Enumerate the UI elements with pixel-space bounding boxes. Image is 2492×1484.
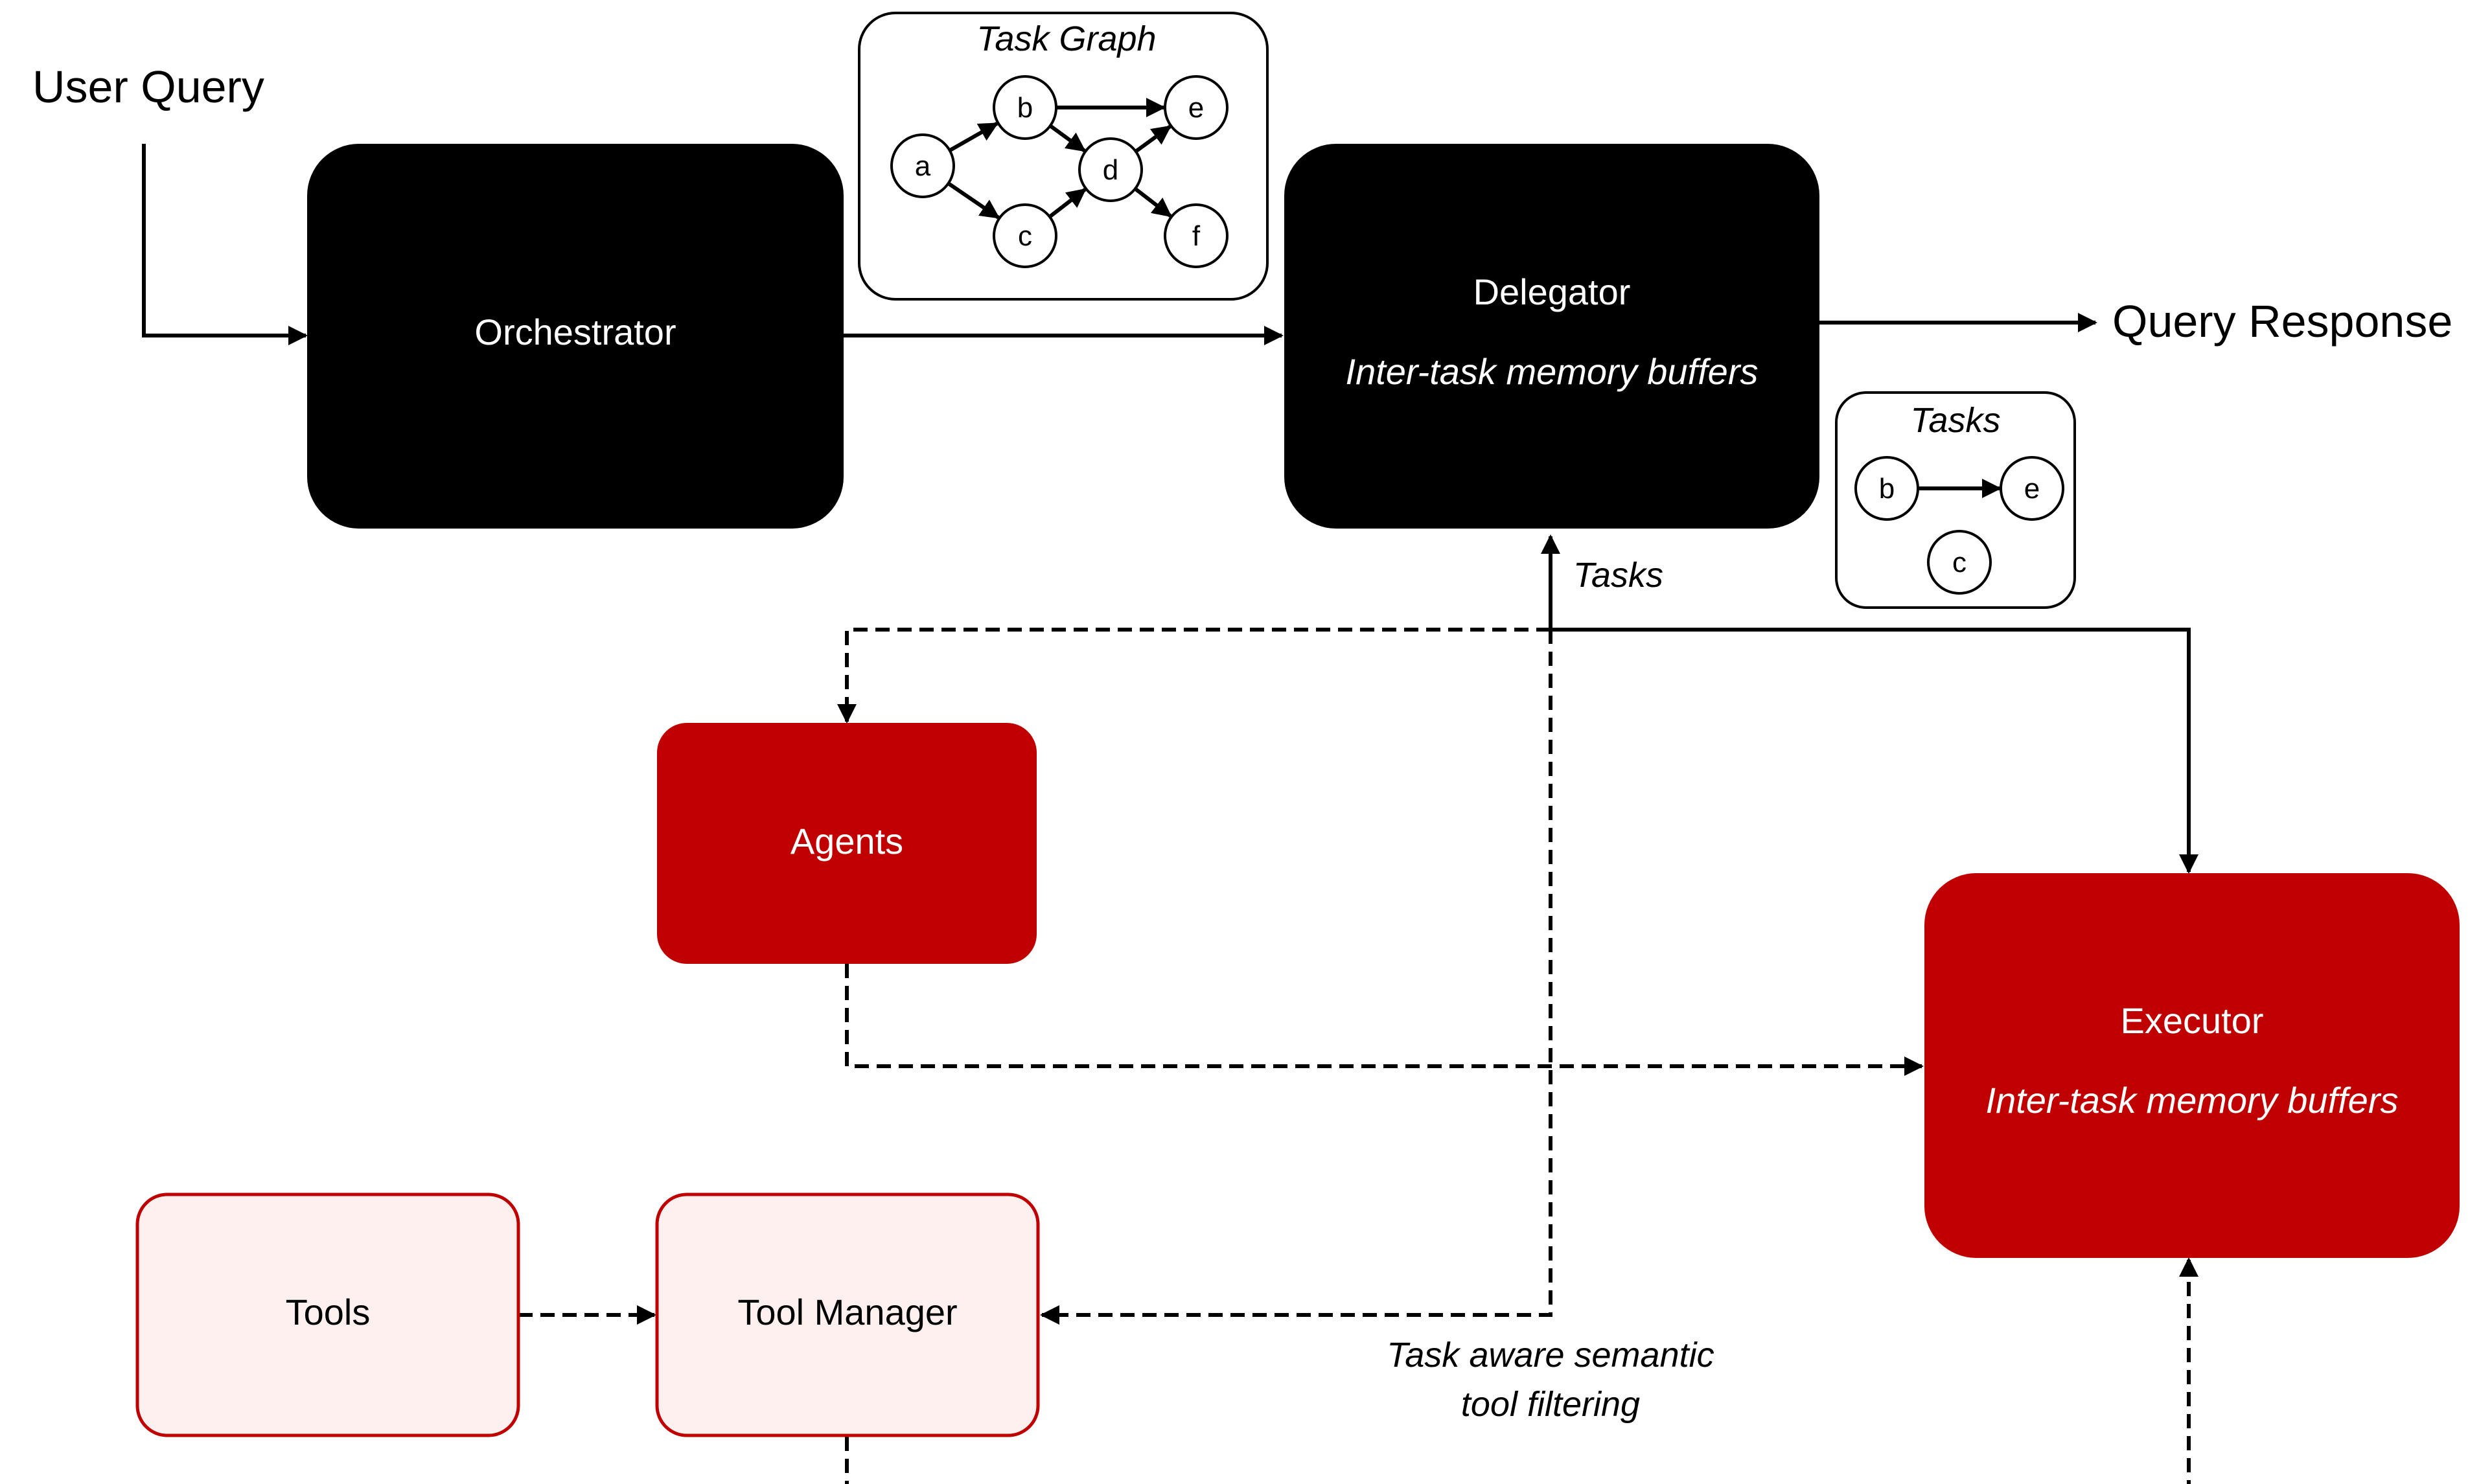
- user-query-label: User Query: [32, 62, 264, 112]
- task-graph-node-a: [890, 133, 955, 198]
- task-graph-node-label-d: d: [1103, 154, 1118, 186]
- task-graph-node-label-a: a: [915, 150, 931, 182]
- executor-sublabel: Inter-task memory buffers: [1986, 1080, 2399, 1121]
- edge-dashed-to-tool-manager: [1040, 630, 1552, 1325]
- tasks-panel: Tasks b e c: [1835, 391, 2076, 609]
- task-graph-node-label-f: f: [1192, 220, 1201, 252]
- agents-label: Agents: [790, 821, 903, 862]
- delegator-box: [1284, 144, 1819, 529]
- executor-box: [1924, 873, 2460, 1258]
- executor-label: Executor: [2121, 1000, 2264, 1041]
- edge-agents-to-executor: [845, 964, 1924, 1076]
- task-graph-edge-a-c: [947, 181, 1000, 220]
- tool-manager-box: [655, 1193, 1040, 1437]
- tools-label: Tools: [286, 1292, 371, 1332]
- orchestrator-box: [307, 144, 844, 529]
- task-graph-node-label-c: c: [1018, 220, 1032, 252]
- edge-tasks-to-executor: [1551, 628, 2198, 874]
- agents-box: [657, 723, 1037, 964]
- task-graph-edge-a-b: [949, 122, 999, 152]
- tasks-panel-node-e: [2000, 456, 2064, 521]
- edge-query-to-orchestrator: [142, 144, 308, 345]
- task-graph-node-label-b: b: [1017, 92, 1033, 124]
- task-graph-node-f: [1164, 203, 1229, 268]
- task-graph-node-label-e: e: [1188, 92, 1204, 124]
- task-graph-edge-d-f: [1134, 187, 1172, 218]
- task-graph-edge-c-d: [1048, 188, 1087, 219]
- tasks-panel-node-b: [1854, 456, 1919, 521]
- task-graph-node-d: [1078, 137, 1143, 202]
- task-graph-edge-d-e: [1135, 124, 1171, 154]
- filtering-label-line2: tool filtering: [1461, 1385, 1640, 1424]
- task-graph-edge-b-d: [1049, 124, 1086, 153]
- tasks-panel-node-c: [1927, 530, 1992, 595]
- edge-tool-manager-to-executor: [845, 1257, 2198, 1484]
- tasks-panel-node-label-c: c: [1952, 547, 1967, 578]
- tasks-edge-label: Tasks: [1573, 556, 1663, 595]
- tools-box: [135, 1193, 520, 1437]
- query-response-label: Query Response: [2112, 296, 2452, 347]
- task-graph-panel: Task Graph a b c d e f: [858, 12, 1269, 301]
- orchestrator-label: Orchestrator: [474, 312, 676, 352]
- task-graph-title: Task Graph: [976, 19, 1156, 58]
- task-graph-node-e: [1164, 75, 1229, 140]
- tasks-panel-node-label-b: b: [1879, 473, 1895, 505]
- edge-dashed-to-agents: [837, 628, 1551, 724]
- tasks-frame: [1835, 391, 2076, 609]
- tasks-panel-node-label-e: e: [2024, 473, 2040, 505]
- delegator-sublabel: Inter-task memory buffers: [1346, 351, 1759, 392]
- task-graph-node-b: [993, 75, 1057, 140]
- tasks-panel-title: Tasks: [1910, 401, 2000, 440]
- delegator-label: Delegator: [1473, 271, 1631, 312]
- filtering-label-line1: Task aware semantic: [1387, 1336, 1714, 1375]
- tool-manager-label: Tool Manager: [737, 1292, 957, 1332]
- task-graph-node-c: [993, 203, 1057, 268]
